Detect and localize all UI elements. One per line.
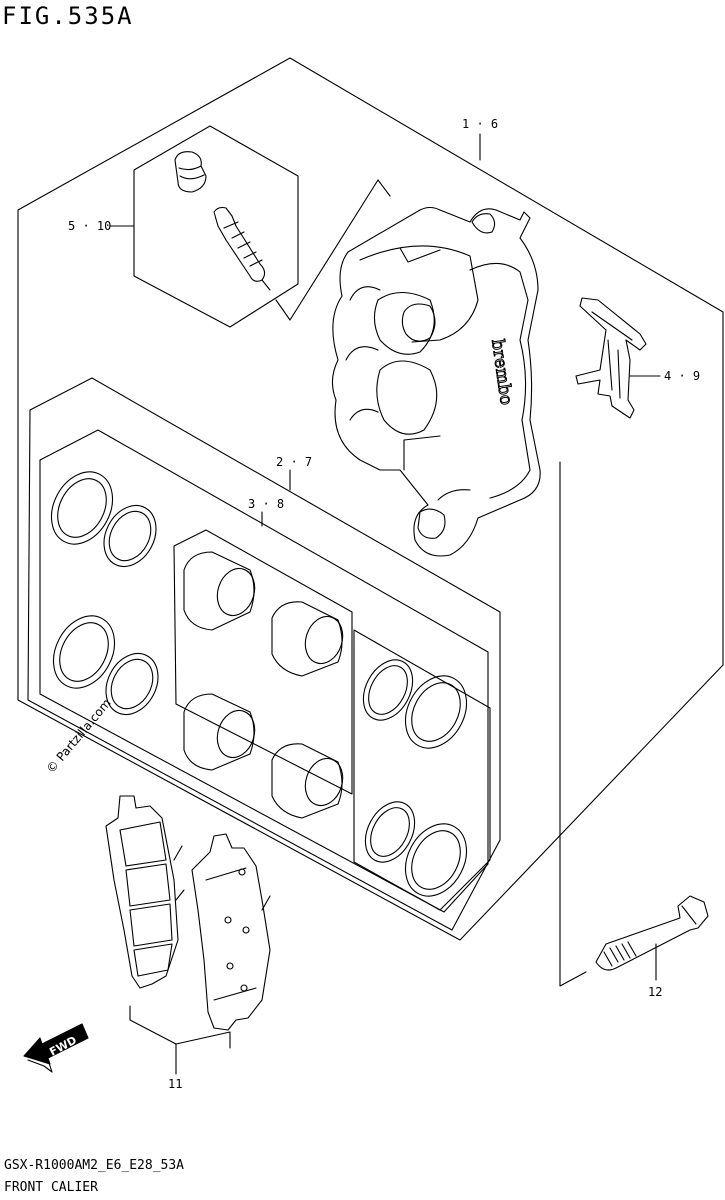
- figure-title: FIG.535A: [2, 2, 134, 30]
- piston-set-boundary: [39, 429, 489, 913]
- callout-leader-12: [559, 461, 587, 987]
- piston-seal-set-boundary: [27, 377, 501, 931]
- pistons-icon: [183, 551, 344, 819]
- brake-pad-rear-icon: [191, 833, 271, 1031]
- figure-code: GSX-R1000AM2_E6_E28_53A: [4, 1158, 185, 1173]
- right-seals-boundary: [353, 629, 491, 911]
- caliper-body-icon: [331, 206, 541, 557]
- mounting-bolt-icon: [595, 895, 709, 971]
- bleeder-screw-icon: [213, 206, 271, 291]
- callout-label-1-6: 1 · 6: [462, 117, 498, 131]
- figure-name: FRONT CALIER: [4, 1180, 98, 1195]
- callout-label-4-9: 4 · 9: [664, 369, 700, 383]
- callout-label-3-8: 3 · 8: [248, 497, 284, 511]
- caliper-assembly-boundary: [17, 57, 724, 941]
- callout-leader-11: [129, 1005, 231, 1049]
- pad-spring-clip-icon: [575, 297, 647, 419]
- callout-label-12: 12: [648, 985, 662, 999]
- callout-label-11: 11: [168, 1077, 182, 1091]
- bleeder-cap-icon: [174, 151, 207, 193]
- caliper-brand-logo: brembo: [487, 338, 516, 406]
- bleeder-leader-line: [275, 179, 391, 321]
- callout-label-5-10: 5 · 10: [68, 219, 111, 233]
- pistons-group-boundary: [173, 529, 353, 795]
- callout-label-2-7: 2 · 7: [276, 455, 312, 469]
- brake-pad-front-icon: [105, 795, 185, 989]
- piston-seals-left-icon: [50, 471, 159, 715]
- piston-seals-right-icon: [362, 659, 468, 897]
- bleeder-kit-boundary: [133, 125, 299, 328]
- forward-arrow-icon: FWD: [23, 1023, 89, 1073]
- watermark: © Partzilla.com: [44, 696, 114, 776]
